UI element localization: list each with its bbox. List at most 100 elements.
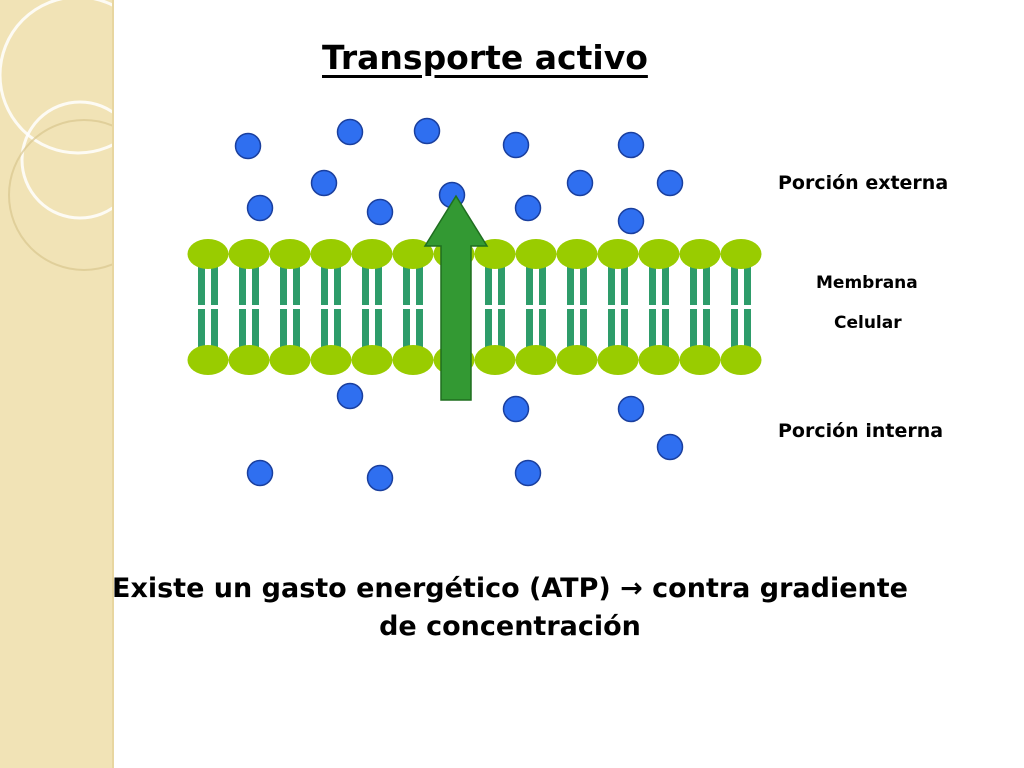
lipid-tail <box>403 309 410 353</box>
lipid-head-bottom <box>556 345 598 375</box>
lipid-unit <box>597 239 639 375</box>
lipid-tail <box>649 262 656 305</box>
lipid-tail <box>703 262 710 305</box>
lipid-tail <box>239 309 246 353</box>
lipid-unit <box>515 239 557 375</box>
molecule <box>514 459 542 487</box>
lipid-head-top <box>351 239 393 269</box>
label-cellular: Celular <box>834 313 902 333</box>
molecule <box>336 118 364 146</box>
lipid-head-bottom <box>310 345 352 375</box>
caption-part1: Existe un gasto energético (ATP) <box>112 573 611 604</box>
lipid-head-top <box>228 239 270 269</box>
slide-title: Transporte activo <box>322 38 648 77</box>
lipid-head-bottom <box>392 345 434 375</box>
lipid-tail <box>485 309 492 353</box>
lipid-unit <box>720 239 762 375</box>
lipid-unit <box>228 239 270 375</box>
lipid-tail <box>690 309 697 353</box>
lipid-unit <box>556 239 598 375</box>
lipid-unit <box>351 239 393 375</box>
molecule <box>366 198 394 226</box>
lipid-head-top <box>187 239 229 269</box>
lipid-tail <box>403 262 410 305</box>
lipid-tail <box>252 262 259 305</box>
lipid-head-bottom <box>474 345 516 375</box>
lipid-tail <box>416 309 423 353</box>
lipid-unit <box>310 239 352 375</box>
lipid-tail <box>621 262 628 305</box>
lipid-tail <box>280 262 287 305</box>
lipid-head-bottom <box>515 345 557 375</box>
external-molecules <box>234 117 684 235</box>
lipid-tail <box>375 262 382 305</box>
lipid-head-top <box>679 239 721 269</box>
caption-part2: contra gradiente <box>652 573 908 604</box>
lipid-unit <box>638 239 680 375</box>
lipid-unit <box>679 239 721 375</box>
molecule <box>502 395 530 423</box>
molecule <box>366 464 394 492</box>
lipid-tail <box>567 262 574 305</box>
lipid-tail <box>744 309 751 353</box>
lipid-tail <box>539 309 546 353</box>
arrow-right-icon: → <box>620 573 643 604</box>
lipid-tail <box>731 262 738 305</box>
lipid-head-top <box>392 239 434 269</box>
caption-line2: de concentración <box>379 611 641 642</box>
lipid-head-bottom <box>351 345 393 375</box>
lipid-tail <box>198 262 205 305</box>
molecule <box>413 117 441 145</box>
lipid-tail <box>731 309 738 353</box>
molecule <box>502 131 530 159</box>
molecule <box>310 169 338 197</box>
molecule <box>617 207 645 235</box>
molecule <box>246 459 274 487</box>
lipid-tail <box>334 262 341 305</box>
lipid-head-top <box>310 239 352 269</box>
molecule <box>566 169 594 197</box>
decorative-side-band <box>0 0 112 768</box>
lipid-tail <box>416 262 423 305</box>
molecule <box>617 131 645 159</box>
lipid-tail <box>362 262 369 305</box>
molecule <box>514 194 542 222</box>
molecule <box>656 433 684 461</box>
lipid-tail <box>662 262 669 305</box>
lipid-unit <box>269 239 311 375</box>
lipid-head-top <box>556 239 598 269</box>
molecule <box>656 169 684 197</box>
lipid-tail <box>567 309 574 353</box>
lipid-tail <box>608 262 615 305</box>
lipid-tail <box>321 309 328 353</box>
lipid-head-top <box>597 239 639 269</box>
lipid-head-bottom <box>638 345 680 375</box>
label-external-portion: Porción externa <box>778 172 949 194</box>
lipid-tail <box>580 309 587 353</box>
molecule <box>617 395 645 423</box>
lipid-tail <box>321 262 328 305</box>
molecule <box>336 382 364 410</box>
lipid-tail <box>539 262 546 305</box>
lipid-tail <box>198 309 205 353</box>
lipid-tail <box>498 262 505 305</box>
decorative-rings-icon <box>0 0 112 271</box>
lipid-head-bottom <box>597 345 639 375</box>
transport-arrow-icon <box>423 194 489 401</box>
lipid-tail <box>252 309 259 353</box>
molecule <box>234 132 262 160</box>
lipid-head-top <box>720 239 762 269</box>
lipid-tail <box>211 262 218 305</box>
lipid-tail <box>293 262 300 305</box>
lipid-tail <box>239 262 246 305</box>
lipid-head-top <box>638 239 680 269</box>
lipid-tail <box>621 309 628 353</box>
lipid-tail <box>526 309 533 353</box>
label-membrane: Membrana <box>816 273 918 293</box>
lipid-head-bottom <box>269 345 311 375</box>
lipid-head-bottom <box>187 345 229 375</box>
lipid-head-top <box>515 239 557 269</box>
lipid-tail <box>608 309 615 353</box>
